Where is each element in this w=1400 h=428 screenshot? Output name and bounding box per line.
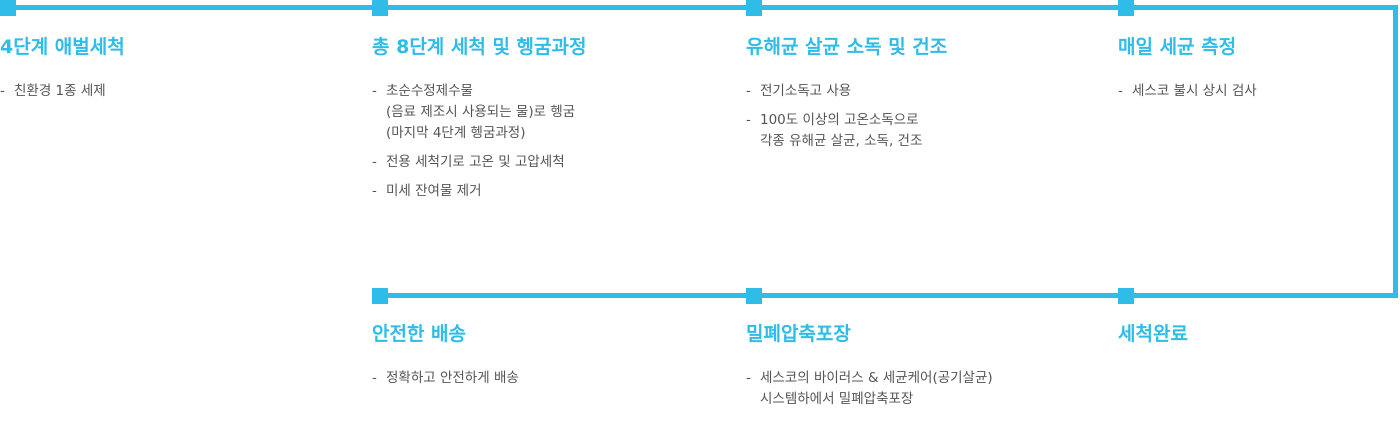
step-wash-rinse: 총 8단계 세척 및 헹굼과정 초순수정제수물 (음료 제조시 사용되는 물)로… xyxy=(372,35,712,210)
step-safe-delivery: 안전한 배송 정확하고 안전하게 배송 xyxy=(372,322,712,397)
step-node-5 xyxy=(372,288,388,304)
step-item: 전기소독고 사용 xyxy=(746,81,1086,102)
step-item-list: 세스코의 바이러스 & 세균케어(공기살균) 시스템하에서 밀폐압축포장 xyxy=(746,368,1086,410)
step-item: 미세 잔여물 제거 xyxy=(372,181,712,202)
step-item-list: 정확하고 안전하게 배송 xyxy=(372,368,712,389)
step-item: 100도 이상의 고온소독으로 각종 유해균 살균, 소독, 건조 xyxy=(746,110,1086,152)
step-title: 총 8단계 세척 및 헹굼과정 xyxy=(372,36,587,58)
step-node-6 xyxy=(746,288,762,304)
step-daily-bacteria-test: 매일 세균 측정 세스코 불시 상시 검사 xyxy=(1118,35,1388,110)
step-node-1 xyxy=(0,0,16,16)
step-node-2 xyxy=(372,0,388,16)
step-item-list: 친환경 1종 세제 xyxy=(0,81,340,102)
step-node-4 xyxy=(1118,0,1134,16)
step-item: 초순수정제수물 (음료 제조시 사용되는 물)로 헹굼 (마지막 4단계 헹굼과… xyxy=(372,81,712,144)
step-prewash: 4단계 애벌세척 친환경 1종 세제 xyxy=(0,35,340,110)
step-title: 매일 세균 측정 xyxy=(1118,36,1237,58)
step-sealed-packing: 밀폐압축포장 세스코의 바이러스 & 세균케어(공기살균) 시스템하에서 밀폐압… xyxy=(746,322,1086,418)
step-item: 세스코의 바이러스 & 세균케어(공기살균) 시스템하에서 밀폐압축포장 xyxy=(746,368,1086,410)
step-title: 4단계 애벌세척 xyxy=(0,36,125,58)
step-title: 유해균 살균 소독 및 건조 xyxy=(746,36,948,58)
top-connector-line xyxy=(0,5,1398,10)
step-title: 밀폐압축포장 xyxy=(746,323,851,345)
step-item: 세스코 불시 상시 검사 xyxy=(1118,81,1388,102)
step-item: 정확하고 안전하게 배송 xyxy=(372,368,712,389)
step-sterilize-dry: 유해균 살균 소독 및 건조 전기소독고 사용 100도 이상의 고온소독으로 … xyxy=(746,35,1086,160)
step-node-3 xyxy=(746,0,762,16)
step-item: 전용 세척기로 고온 및 고압세척 xyxy=(372,152,712,173)
step-item-list: 세스코 불시 상시 검사 xyxy=(1118,81,1388,102)
step-node-7 xyxy=(1118,288,1134,304)
step-item-list: 전기소독고 사용 100도 이상의 고온소독으로 각종 유해균 살균, 소독, … xyxy=(746,81,1086,152)
step-title: 안전한 배송 xyxy=(372,323,467,345)
right-connector-line xyxy=(1393,5,1398,298)
step-wash-complete: 세척완료 xyxy=(1118,322,1388,346)
bottom-connector-line xyxy=(380,293,1398,298)
step-item-list: 초순수정제수물 (음료 제조시 사용되는 물)로 헹굼 (마지막 4단계 헹굼과… xyxy=(372,81,712,202)
step-title: 세척완료 xyxy=(1118,323,1188,345)
step-item: 친환경 1종 세제 xyxy=(0,81,340,102)
